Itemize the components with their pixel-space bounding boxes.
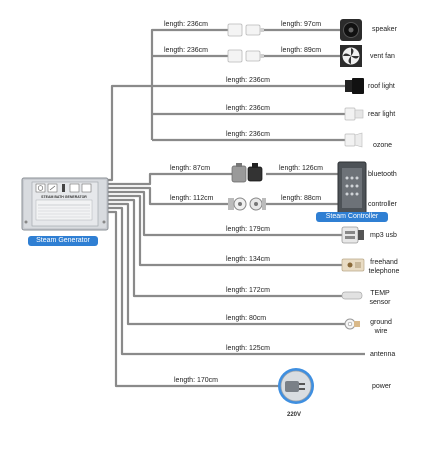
temp-sensor-icon bbox=[341, 291, 363, 300]
wire-telephone bbox=[107, 194, 342, 267]
steam-controller-badge: Steam Controller bbox=[316, 212, 388, 222]
length-label-telephone: length: 134cm bbox=[226, 256, 270, 263]
wire-mp3-usb bbox=[107, 190, 342, 237]
steam-generator-badge: Steam Generator bbox=[28, 236, 98, 246]
wire-controller bbox=[107, 186, 228, 206]
device-label-roof-light: roof light bbox=[368, 83, 395, 90]
rear-light-icon bbox=[344, 107, 364, 121]
length-label-controller-2: length: 88cm bbox=[281, 195, 322, 202]
length-label-ground-wire: length: 80cm bbox=[226, 315, 267, 322]
device-label-controller: controller bbox=[368, 201, 397, 208]
device-label-mp3-usb: mp3 usb bbox=[370, 232, 397, 239]
mp3-usb-icon bbox=[341, 226, 364, 244]
wire-antenna bbox=[107, 206, 365, 356]
device-label-antenna: antenna bbox=[370, 351, 396, 358]
wires bbox=[107, 28, 365, 388]
bluetooth-connector bbox=[231, 163, 263, 183]
length-label-vent-fan-2: length: 89cm bbox=[281, 47, 322, 54]
length-label-speaker-1: length: 236cm bbox=[164, 21, 208, 28]
wire-temp bbox=[107, 198, 342, 298]
length-label-speaker-2: length: 97cm bbox=[281, 21, 322, 28]
generator-panel-title: STEAM BATH GENERATOR bbox=[41, 195, 87, 199]
device-label-temp-sensor: TEMP sensor bbox=[369, 290, 391, 306]
device-label-ozone: ozone bbox=[373, 142, 393, 149]
length-label-controller-1: length: 112cm bbox=[170, 195, 214, 202]
wire-speaker bbox=[150, 28, 228, 140]
length-label-ozone: length: 236cm bbox=[226, 131, 270, 138]
telephone-icon bbox=[341, 258, 365, 272]
device-label-rear-light: rear light bbox=[368, 111, 396, 118]
wire-upper-trunk bbox=[107, 84, 152, 182]
length-label-bluetooth-2: length: 126cm bbox=[279, 165, 323, 172]
wire-bluetooth bbox=[107, 172, 232, 186]
controller-connector bbox=[228, 197, 266, 211]
wire-power bbox=[107, 210, 285, 388]
device-label-bluetooth: bluetooth bbox=[368, 171, 397, 178]
speaker-connector bbox=[227, 23, 264, 37]
length-label-vent-fan-1: length: 236cm bbox=[164, 47, 208, 54]
wire-ground bbox=[107, 202, 345, 326]
speaker-icon bbox=[340, 19, 362, 41]
roof-light-icon bbox=[345, 78, 364, 94]
device-label-power: power bbox=[372, 383, 392, 390]
power-plug-icon bbox=[278, 368, 314, 404]
length-label-antenna: length: 125cm bbox=[226, 345, 270, 352]
power-voltage-label: 220V bbox=[287, 412, 302, 418]
device-label-telephone: freehand telephone bbox=[368, 259, 400, 275]
device-label-ground-wire: ground wire bbox=[370, 319, 392, 335]
vent-fan-connector bbox=[227, 49, 264, 63]
length-label-power: length: 170cm bbox=[174, 377, 218, 384]
steam-generator-box bbox=[21, 177, 109, 231]
device-label-speaker: speaker bbox=[372, 26, 397, 33]
length-label-temp-sensor: length: 172cm bbox=[226, 287, 270, 294]
length-label-bluetooth-1: length: 87cm bbox=[170, 165, 211, 172]
steam-controller-panel bbox=[337, 161, 367, 215]
ground-wire-icon bbox=[344, 318, 360, 330]
length-label-roof-light: length: 236cm bbox=[226, 77, 270, 84]
device-label-vent-fan: vent fan bbox=[370, 53, 395, 60]
ozone-icon bbox=[344, 132, 363, 148]
vent-fan-icon bbox=[340, 45, 362, 67]
length-label-rear-light: length: 236cm bbox=[226, 105, 270, 112]
length-label-mp3-usb: length: 179cm bbox=[226, 226, 270, 233]
